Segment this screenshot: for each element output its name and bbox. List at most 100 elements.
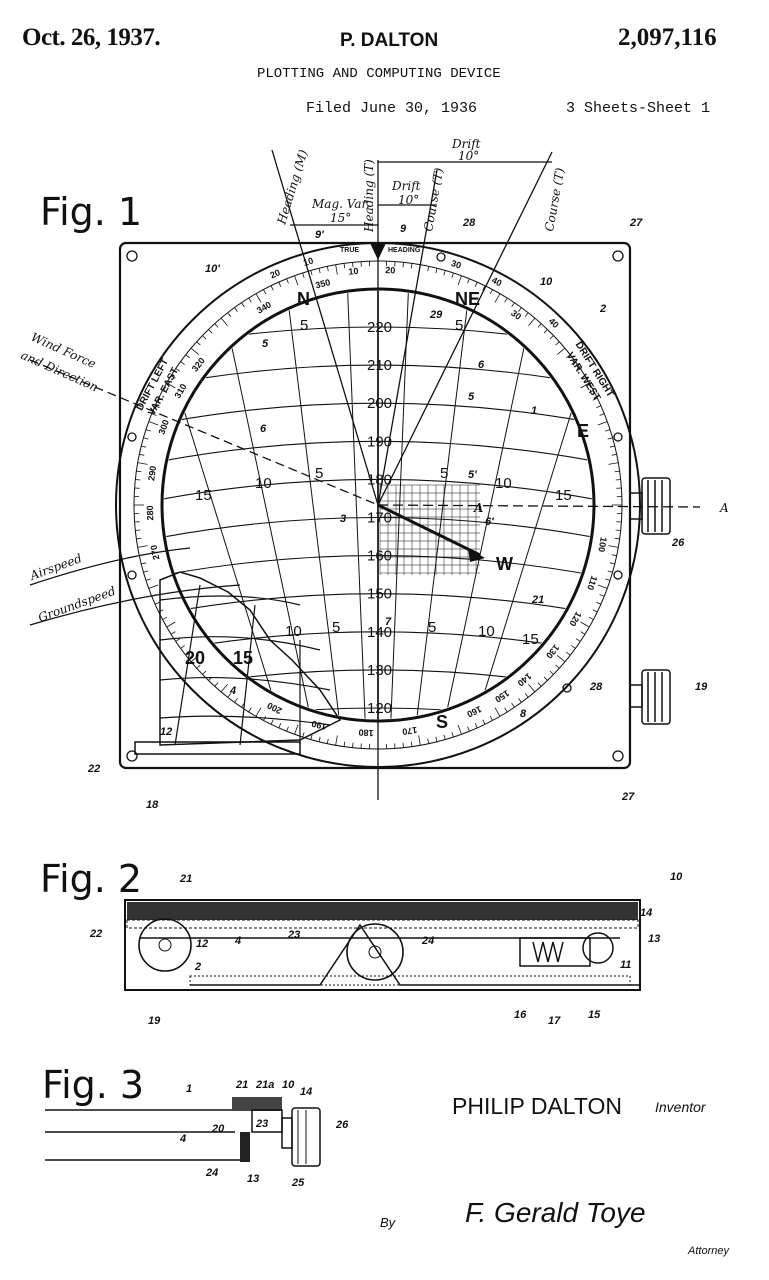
ring-number: 40 <box>547 316 561 330</box>
ring-tick <box>615 479 621 481</box>
ring-tick <box>170 375 176 379</box>
ring-tick <box>609 562 615 565</box>
ring-number: 10 <box>348 266 359 277</box>
drift-number: 5 <box>315 465 323 482</box>
ring-number: 350 <box>314 277 331 290</box>
ring-number: 20 <box>385 265 396 276</box>
ring-number: 10 <box>302 256 314 268</box>
ring-tick <box>467 278 470 284</box>
ring-tick <box>162 390 168 394</box>
ring-tick <box>504 707 508 713</box>
ring-tick <box>418 735 421 746</box>
drift-value-1: 10° <box>398 193 419 207</box>
reference-numeral: 8 <box>520 708 527 720</box>
ring-tick <box>302 272 305 278</box>
reference-numeral: 23 <box>287 929 300 941</box>
drift-number: 10 <box>255 475 272 492</box>
ring-tick <box>343 263 346 269</box>
ring-tick <box>335 735 338 746</box>
ring-tick <box>474 281 478 287</box>
reference-numeral: 13 <box>648 933 660 945</box>
reference-numeral: 26 <box>335 1119 349 1131</box>
speed-label: 190 <box>367 433 392 450</box>
ring-tick <box>457 275 462 286</box>
fig1-label: Fig. 1 <box>40 190 142 234</box>
ring-tick <box>451 272 454 278</box>
ring-tick <box>528 683 536 693</box>
ring-section-10 <box>127 902 638 920</box>
ring-tick <box>202 335 207 340</box>
reference-numeral: 4 <box>234 935 241 947</box>
ring-number: 30 <box>450 258 463 271</box>
compass-n: N <box>297 289 310 309</box>
reference-numeral: 11 <box>620 959 631 971</box>
ring-tick <box>482 719 486 725</box>
compass-w: W <box>496 554 513 574</box>
reference-numeral: 29 <box>429 309 443 321</box>
reference-numeral: 27 <box>621 791 635 803</box>
knob-26[interactable] <box>629 477 671 535</box>
cutaway-region <box>159 571 342 746</box>
ring-tick <box>145 578 151 581</box>
drift-label-2: Drift <box>451 137 481 151</box>
mag-var-value: 15° <box>330 211 351 225</box>
inventor-short-name: P. DALTON <box>340 30 439 51</box>
true-heading-index <box>370 243 386 260</box>
ring-number: 30 <box>509 308 523 322</box>
speed-label: 210 <box>367 357 392 374</box>
ring-tick <box>278 723 282 729</box>
ring-tick <box>524 312 529 317</box>
ring-tick <box>599 594 605 597</box>
ring-tick <box>528 317 536 327</box>
drift-number: 5 <box>300 317 308 334</box>
ring-tick <box>511 302 515 308</box>
ring-tick <box>234 698 238 703</box>
ring-tick <box>310 734 313 740</box>
ring-tick <box>190 655 200 663</box>
ring-tick <box>427 738 430 744</box>
ring-tick <box>596 601 602 605</box>
slide-bar[interactable] <box>134 741 301 755</box>
gear-19-hub <box>158 938 172 952</box>
reference-numeral: 9' <box>315 229 324 241</box>
ring-tick <box>196 664 201 669</box>
ring-number: 280 <box>145 505 156 520</box>
heading-label: HEADING <box>388 247 421 254</box>
roller-11 <box>582 932 614 964</box>
drift-number: 10 <box>495 475 512 492</box>
ring-tick <box>599 413 605 416</box>
ring-tick <box>202 670 207 675</box>
drift-number: 15 <box>522 631 539 648</box>
compass-s: S <box>436 712 448 732</box>
ring-tick <box>137 545 148 548</box>
ring-tick <box>607 570 613 573</box>
drift-line <box>411 291 473 719</box>
base-hatching <box>189 975 631 986</box>
ring-tick <box>607 437 613 440</box>
ring-tick <box>214 682 219 687</box>
ring-tick <box>543 329 548 334</box>
speed-label: 150 <box>367 586 392 603</box>
ring-tick <box>605 429 611 432</box>
speed-label: 120 <box>367 700 392 717</box>
ring-number: 160 <box>465 704 483 719</box>
ring-tick <box>614 537 620 540</box>
base-profile <box>190 923 640 986</box>
ring-number: 120 <box>567 610 583 628</box>
axis-a-inner: A <box>473 501 483 515</box>
reference-numeral: 2 <box>599 303 606 315</box>
ring-tick <box>180 361 185 365</box>
mag-var-label: Mag. Var. <box>311 197 370 211</box>
ring-tick <box>214 323 219 328</box>
reference-numeral: 18 <box>146 799 159 811</box>
ring-tick <box>588 616 594 620</box>
reference-numeral: 10 <box>670 871 683 883</box>
speed-label: 220 <box>367 319 392 336</box>
ring-number: 100 <box>596 536 608 553</box>
spring-17 <box>532 941 564 963</box>
wind-arrow-head <box>468 548 485 562</box>
knob-26[interactable] <box>291 1107 321 1167</box>
knob-19[interactable] <box>629 669 671 725</box>
